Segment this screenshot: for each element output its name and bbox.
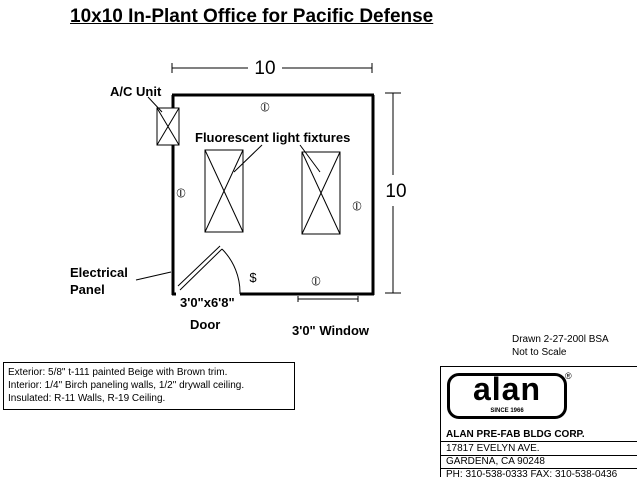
registered-mark: ® [565, 371, 572, 381]
panel-leader [135, 271, 172, 281]
door-leaf-outer [179, 248, 223, 291]
light-fixture-right [301, 151, 341, 235]
switch-icon: $ [249, 270, 257, 285]
ac-unit-cross-b [156, 107, 180, 146]
note-interior: Interior: 1/4" Birch paneling walls, 1/2… [8, 380, 245, 391]
lights-leader-left [233, 144, 263, 173]
scale-note: Not to Scale [512, 347, 567, 358]
note-insulated: Insulated: R-11 Walls, R-19 Ceiling. [8, 393, 166, 404]
title-block-rule-3 [441, 468, 637, 469]
lights-label: Fluorescent light fixtures [195, 130, 350, 145]
outlet-icon-bottom: ⦶ [311, 273, 321, 288]
alan-logo: alan SINCE 1966 [447, 371, 567, 419]
light-fixture-left-cross-b [204, 149, 244, 233]
title-block-rule-1 [441, 441, 637, 442]
lights-leader-right [299, 144, 321, 173]
logo-wordmark: alan [472, 371, 542, 407]
window-label: 3'0" Window [292, 323, 370, 338]
electrical-panel-label-line2: Panel [70, 282, 105, 297]
light-fixture-right-cross-b [301, 151, 341, 235]
address-line-2: GARDENA, CA 90248 [446, 456, 545, 467]
address-line-1: 17817 EVELYN AVE. [446, 443, 540, 454]
ac-unit-leader [147, 96, 163, 113]
drawn-info: Drawn 2-27-200l BSA Not to Scale [512, 333, 609, 359]
door-swing-arc [221, 248, 241, 295]
phone-fax: PH: 310-538-0333 FAX: 310-538-0436 [446, 469, 618, 480]
door-size-label: 3'0"x6'8" [180, 295, 235, 310]
door-leaf-inner [177, 245, 221, 287]
title-block: alan SINCE 1966 ® ALAN PRE-FAB BLDG CORP… [440, 366, 637, 480]
logo-since: SINCE 1966 [490, 408, 524, 414]
drawn-date: Drawn 2-27-200l BSA [512, 334, 609, 345]
door-label: Door [190, 317, 220, 332]
electrical-panel-label-line1: Electrical [70, 265, 128, 280]
depth-dimension: 10 [385, 181, 406, 202]
company-name: ALAN PRE-FAB BLDG CORP. [446, 429, 585, 440]
outlet-icon-right: ⦶ [352, 198, 362, 213]
outlet-icon-top: ⦶ [260, 99, 270, 114]
width-dimension: 10 [254, 58, 275, 79]
drawing-title: 10x10 In-Plant Office for Pacific Defens… [70, 6, 434, 27]
construction-notes: Exterior: 5/8" t-111 painted Beige with … [3, 362, 295, 410]
outlet-icon-left: ⦶ [176, 185, 186, 200]
ac-unit-label: A/C Unit [110, 84, 162, 99]
light-fixture-left [204, 149, 244, 233]
title-block-rule-2 [441, 455, 637, 456]
note-exterior: Exterior: 5/8" t-111 painted Beige with … [8, 367, 228, 378]
